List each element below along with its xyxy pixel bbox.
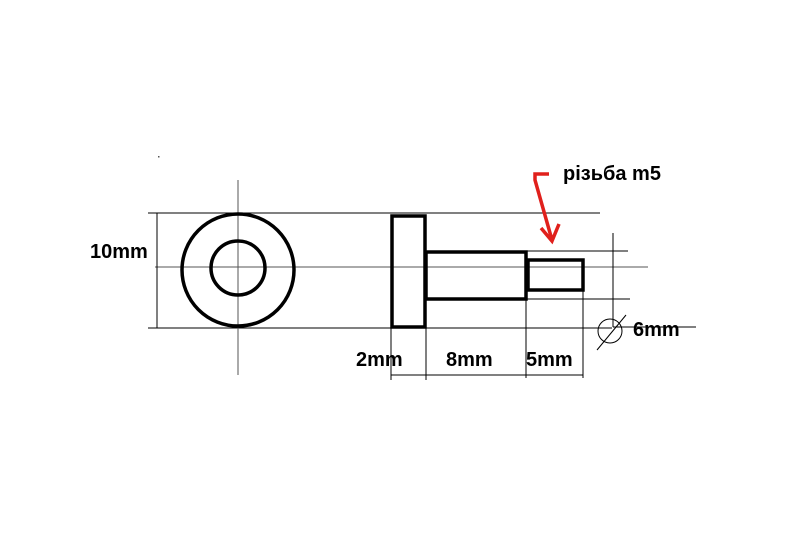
label-6mm: 6mm (633, 319, 680, 341)
thread-body (526, 258, 585, 292)
diameter-slash (596, 314, 627, 351)
label-2mm: 2mm (356, 349, 403, 371)
shaft-body (424, 250, 528, 301)
washer-inner-circle (209, 239, 267, 297)
label-5mm: 5mm (526, 349, 573, 371)
diameter-symbol (597, 318, 623, 344)
label-10mm: 10mm (90, 241, 148, 263)
thread-label: різьба m5 (563, 163, 661, 185)
stray-dot (158, 156, 160, 158)
flange-body (390, 214, 427, 329)
washer-outer-circle (180, 212, 296, 328)
label-8mm: 8mm (446, 349, 493, 371)
thread-arrow-icon (533, 172, 561, 245)
